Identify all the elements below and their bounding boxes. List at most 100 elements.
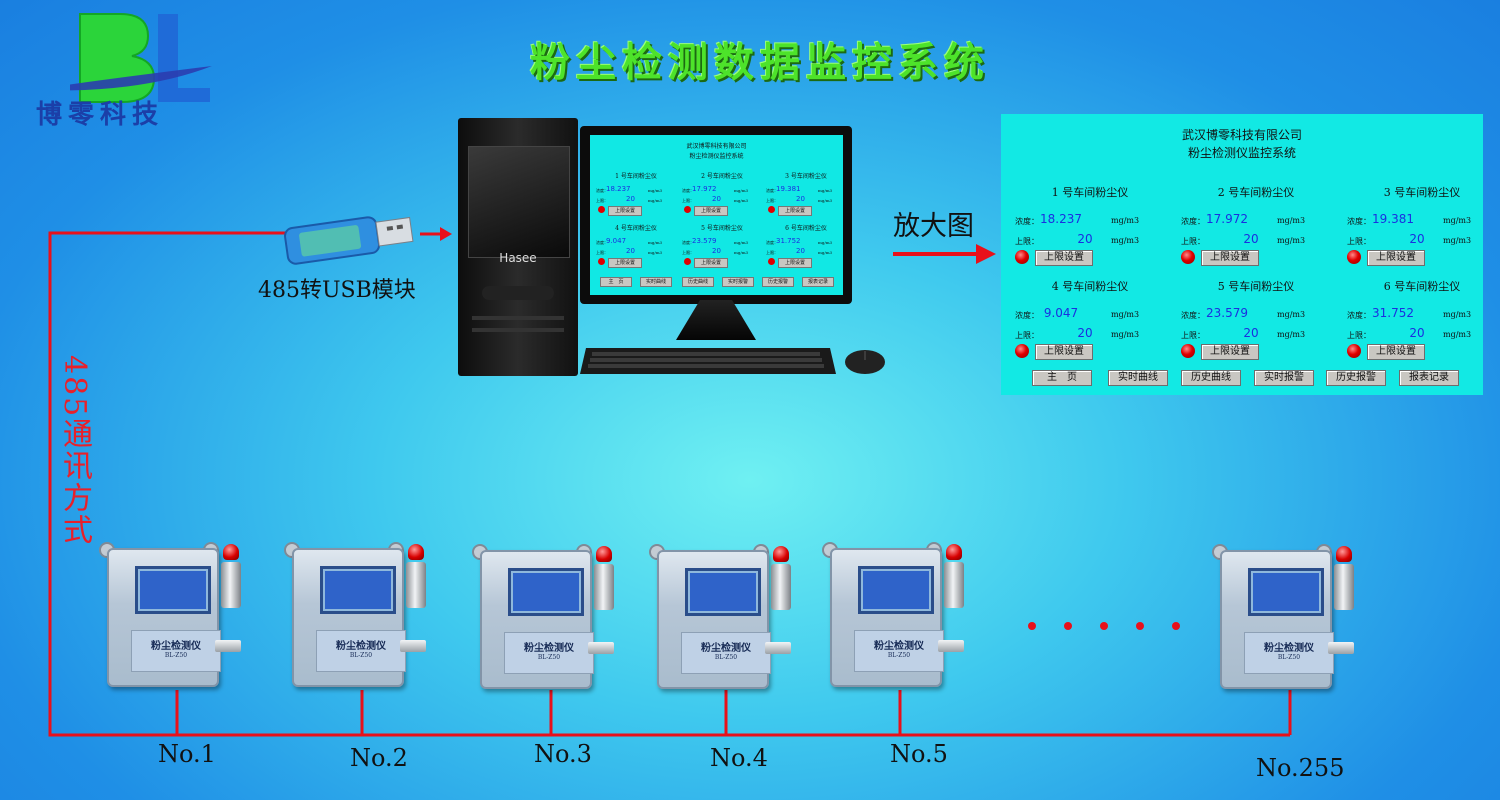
limit-label: 上限： bbox=[766, 250, 778, 255]
alarm-lamp-icon bbox=[1015, 344, 1029, 358]
device-model: BL-Z50 bbox=[1277, 654, 1301, 661]
ellipsis-dot bbox=[1064, 622, 1072, 630]
nav-report[interactable]: 报表记录 bbox=[1399, 370, 1459, 386]
limit-value: 20 bbox=[712, 247, 721, 255]
limit-value: 20 bbox=[626, 247, 635, 255]
dust-detector-device: 粉尘检测仪 BL-Z50 bbox=[95, 540, 245, 690]
sensor-cylinder bbox=[594, 564, 614, 610]
unit: mg/m3 bbox=[648, 188, 663, 193]
usb-module-label: 485转USB模块 bbox=[258, 278, 416, 303]
ellipsis-dot bbox=[1028, 622, 1036, 630]
conc-label: 浓度： bbox=[682, 188, 694, 193]
conc-label: 浓度： bbox=[1015, 217, 1039, 226]
nav-realtime-curve[interactable]: 实时曲线 bbox=[640, 277, 672, 287]
device-model: BL-Z50 bbox=[537, 654, 561, 661]
outlet-pipe bbox=[588, 642, 614, 654]
nav-realtime-alarm[interactable]: 实时报警 bbox=[1254, 370, 1314, 386]
alarm-light-icon bbox=[223, 544, 239, 560]
pc-tower: Hasee bbox=[458, 118, 578, 376]
unit: mg/m3 bbox=[1111, 236, 1140, 245]
limit-setting-button[interactable]: 上限设置 bbox=[778, 206, 812, 216]
limit-label: 上限： bbox=[1015, 237, 1039, 246]
limit-setting-button[interactable]: 上限设置 bbox=[1201, 250, 1259, 266]
nav-report[interactable]: 报表记录 bbox=[802, 277, 834, 287]
alarm-lamp-icon bbox=[598, 206, 605, 213]
node-label-3: No.3 bbox=[534, 740, 592, 768]
limit-setting-button[interactable]: 上限设置 bbox=[694, 258, 728, 268]
pc-brand: Hasee bbox=[499, 251, 537, 265]
limit-setting-button[interactable]: 上限设置 bbox=[778, 258, 812, 268]
node-label-5: No.5 bbox=[890, 740, 948, 768]
zoom-panel: 武汉博零科技有限公司 粉尘检测仪监控系统 1 号车间粉尘仪 浓度： 18.237… bbox=[1001, 114, 1483, 395]
unit: mg/m3 bbox=[1277, 216, 1306, 225]
screen-station-4: 4 号车间粉尘仪 浓度： 9.047 mg/m3 上限： 20 mg/m3 上限… bbox=[596, 223, 676, 271]
alarm-lamp-icon bbox=[1181, 250, 1195, 264]
station-name: 6 号车间粉尘仪 bbox=[1383, 280, 1461, 293]
device-plate-title: 粉尘检测仪 bbox=[336, 641, 386, 652]
device-plate-title: 粉尘检测仪 bbox=[524, 643, 574, 654]
screen-station-3: 3 号车间粉尘仪 浓度： 19.381 mg/m3 上限： 20 mg/m3 上… bbox=[766, 171, 843, 219]
limit-setting-button[interactable]: 上限设置 bbox=[1367, 250, 1425, 266]
conc-label: 浓度： bbox=[1347, 217, 1371, 226]
limit-label: 上限： bbox=[1347, 237, 1371, 246]
device-body: 粉尘检测仪 BL-Z50 bbox=[480, 550, 594, 689]
limit-setting-button[interactable]: 上限设置 bbox=[694, 206, 728, 216]
unit: mg/m3 bbox=[818, 188, 833, 193]
screen-station-1: 1 号车间粉尘仪 浓度： 18.237 mg/m3 上限： 20 mg/m3 上… bbox=[596, 171, 676, 219]
limit-value: 20 bbox=[1243, 232, 1259, 246]
alarm-lamp-icon bbox=[768, 258, 775, 265]
limit-setting-button[interactable]: 上限设置 bbox=[1367, 344, 1425, 360]
nav-realtime-curve[interactable]: 实时曲线 bbox=[1108, 370, 1168, 386]
node-label-1: No.1 bbox=[158, 740, 216, 768]
alarm-lamp-icon bbox=[1347, 344, 1361, 358]
limit-setting-button[interactable]: 上限设置 bbox=[1035, 250, 1093, 266]
limit-setting-button[interactable]: 上限设置 bbox=[1201, 344, 1259, 360]
station-1: 1 号车间粉尘仪 浓度： 18.237 mg/m3 上限： 20 mg/m3 上… bbox=[1015, 184, 1165, 274]
screen-company: 武汉博零科技有限公司 bbox=[686, 143, 747, 150]
dust-detector-device: 粉尘检测仪 BL-Z50 bbox=[645, 542, 795, 692]
nav-history-alarm[interactable]: 历史报警 bbox=[1326, 370, 1386, 386]
limit-value: 20 bbox=[1077, 326, 1093, 340]
limit-value: 20 bbox=[1409, 326, 1425, 340]
station-6: 6 号车间粉尘仪 浓度： 31.752 mg/m3 上限： 20 mg/m3 上… bbox=[1347, 278, 1497, 368]
nav-realtime-alarm[interactable]: 实时报警 bbox=[722, 277, 754, 287]
unit: mg/m3 bbox=[734, 198, 749, 203]
conc-label: 浓度： bbox=[1015, 311, 1039, 320]
limit-setting-button[interactable]: 上限设置 bbox=[608, 258, 642, 268]
device-plate: 粉尘检测仪 BL-Z50 bbox=[131, 630, 221, 672]
nav-history-alarm[interactable]: 历史报警 bbox=[762, 277, 794, 287]
panel-system-title: 粉尘检测仪监控系统 bbox=[1187, 146, 1296, 160]
keyboard-mouse-icon bbox=[580, 348, 885, 374]
device-body: 粉尘检测仪 BL-Z50 bbox=[1220, 550, 1334, 689]
conc-value: 17.972 bbox=[1206, 212, 1248, 226]
nav-history-curve[interactable]: 历史曲线 bbox=[682, 277, 714, 287]
nav-history-curve[interactable]: 历史曲线 bbox=[1181, 370, 1241, 386]
conc-value: 17.972 bbox=[692, 185, 717, 193]
device-model: BL-Z50 bbox=[349, 652, 373, 659]
station-name: 1 号车间粉尘仪 bbox=[1051, 186, 1129, 199]
unit: mg/m3 bbox=[818, 240, 833, 245]
limit-setting-button[interactable]: 上限设置 bbox=[1035, 344, 1093, 360]
nav-home[interactable]: 主 页 bbox=[1032, 370, 1092, 386]
limit-value: 20 bbox=[1409, 232, 1425, 246]
device-model: BL-Z50 bbox=[164, 652, 188, 659]
conc-value: 18.237 bbox=[1040, 212, 1082, 226]
logo-company-name: 博零科技 bbox=[36, 100, 165, 130]
unit: mg/m3 bbox=[734, 240, 749, 245]
conc-label: 浓度： bbox=[596, 188, 608, 193]
limit-value: 20 bbox=[1243, 326, 1259, 340]
station-name: 3 号车间粉尘仪 bbox=[1383, 186, 1461, 199]
limit-label: 上限： bbox=[766, 198, 778, 203]
limit-label: 上限： bbox=[1181, 331, 1205, 340]
limit-label: 上限： bbox=[682, 250, 694, 255]
limit-label: 上限： bbox=[682, 198, 694, 203]
unit: mg/m3 bbox=[818, 250, 833, 255]
unit: mg/m3 bbox=[1277, 330, 1306, 339]
device-body: 粉尘检测仪 BL-Z50 bbox=[657, 550, 771, 689]
station-name: 3 号车间粉尘仪 bbox=[785, 173, 827, 180]
limit-setting-button[interactable]: 上限设置 bbox=[608, 206, 642, 216]
device-screen bbox=[1248, 568, 1324, 616]
nav-home[interactable]: 主 页 bbox=[600, 277, 632, 287]
unit: mg/m3 bbox=[1443, 310, 1472, 319]
outlet-pipe bbox=[765, 642, 791, 654]
